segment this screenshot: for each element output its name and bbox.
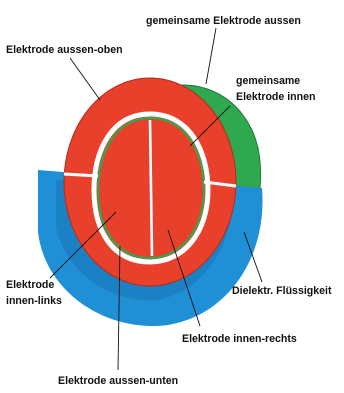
label-outer-common: gemeinsame Elektrode aussen [146, 15, 301, 27]
label-dielectric: Dielektr. Flüssigkeit [232, 285, 332, 297]
label-outer-top: Elektrode aussen-oben [6, 44, 123, 56]
label-inner-common-line2: Elektrode innen [236, 91, 315, 103]
label-inner-right: Elektrode innen-rechts [182, 333, 297, 345]
leader-outer-top [70, 58, 100, 100]
label-inner-left-line1: Elektrode [6, 279, 54, 291]
leader-outer-common [206, 28, 216, 84]
label-inner-left-line2: innen-links [6, 295, 62, 307]
electrode-disk [64, 78, 236, 286]
label-inner-common-line1: gemeinsame [236, 75, 300, 87]
label-outer-bottom: Elektrode aussen-unten [58, 375, 178, 387]
